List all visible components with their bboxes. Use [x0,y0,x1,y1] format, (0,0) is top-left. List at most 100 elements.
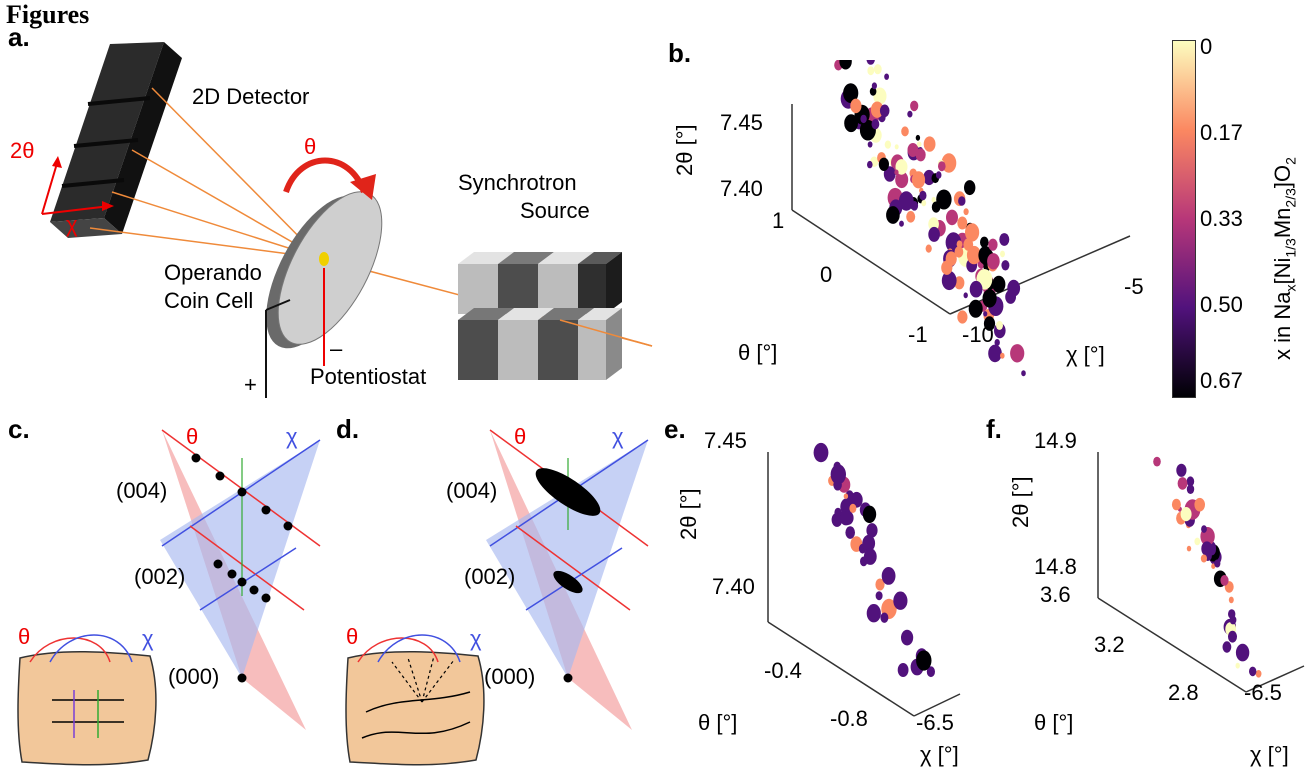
b-y-axis-label: θ [°] [738,340,778,365]
isosurface-blob [906,211,916,223]
isosurface-blob [866,60,875,65]
isosurface-blob [946,209,958,226]
d-grain-theta: θ [346,624,359,649]
d-refl-002: (002) [464,564,516,589]
panel-f-blobs [1153,456,1262,678]
isosurface-blob [893,591,908,610]
isosurface-blob [1255,670,1262,678]
b-y-tick-1: 1 [772,208,785,233]
colorbar-tick-0: 0 [1200,34,1213,59]
isosurface-blob [926,666,935,678]
isosurface-blob [931,196,936,203]
isosurface-blob [911,171,926,189]
e-x-axis-label: χ [°] [920,742,959,767]
coin-cell-label-1: Operando [164,260,262,285]
isosurface-blob [830,464,846,485]
panel-f-plot [1097,452,1305,693]
isosurface-blob [935,171,942,179]
b-z-tick-2: 7.40 [720,176,763,201]
isosurface-blob [849,503,857,513]
isosurface-blob [964,180,976,196]
b-x-axis-label: χ [°] [1066,342,1105,367]
d-theta-label: θ [514,424,527,449]
isosurface-blob [936,189,952,210]
isosurface-blob [866,523,878,538]
isosurface-blob [886,206,900,224]
f-x-axis-label: χ [°] [1250,742,1289,767]
panel-e-label: e. [664,414,686,444]
e-z-tick-2: 7.40 [712,574,755,599]
panel-d-diagram [345,429,649,766]
synchrotron-blocks [458,252,622,380]
f-y-tick-3: 2.8 [1168,680,1199,705]
coin-cell-label-2: Coin Cell [164,288,254,313]
isosurface-blob [1186,476,1195,487]
isosurface-blob [1222,641,1232,653]
panel-b-plot [791,60,1131,377]
colorbar-tick-1: 0.17 [1200,120,1243,145]
figures-heading: Figures [6,0,90,29]
isosurface-blob [1249,666,1257,677]
isosurface-blob [1235,643,1250,662]
panel-b-axes [791,104,1131,315]
e-y-tick-2: -0.8 [830,706,868,731]
isosurface-blob [843,493,849,499]
minus-label: – [330,336,343,361]
isosurface-blob [1007,279,1021,297]
isosurface-blob [957,310,968,324]
colorbar [1172,40,1196,398]
e-z-axis-label: 2θ [°] [676,488,701,540]
isosurface-blob [919,190,927,201]
panel-b-blobs [834,60,1026,377]
isosurface-blob [1000,250,1005,258]
panel-a-schematic [41,42,653,398]
isosurface-blob [894,144,899,150]
isosurface-blob [987,253,1000,270]
isosurface-blob [898,191,914,211]
isosurface-blob [907,143,919,157]
isosurface-blob [982,289,997,308]
isosurface-blob [1171,498,1181,511]
isosurface-blob [1021,370,1026,377]
colorbar-tick-3: 0.50 [1200,292,1243,317]
source-label-1: Synchrotron [458,170,577,195]
b-y-tick-2: 0 [820,262,833,287]
isosurface-blob [921,199,927,207]
isosurface-blob [941,260,953,275]
isosurface-blob [1194,537,1201,546]
theta-rotation-arrow [283,157,367,194]
isosurface-blob [983,316,996,331]
isosurface-blob [1176,463,1187,477]
isosurface-blob [1235,662,1240,669]
isosurface-blob [1211,563,1216,569]
isosurface-blob [988,238,998,251]
isosurface-blob [923,169,935,186]
isosurface-blob [938,161,946,172]
f-y-axis-label: θ [°] [1034,710,1074,735]
isosurface-blob [850,98,862,114]
isosurface-blob [880,612,889,623]
isosurface-blob [988,344,1002,363]
detector-panel [50,42,182,238]
e-z-tick-1: 7.45 [704,428,747,453]
isosurface-blob [1228,630,1237,643]
isosurface-blob [1000,352,1005,359]
isosurface-blob [994,339,1000,346]
isosurface-blob [1010,344,1025,363]
isosurface-blob [843,83,859,103]
isosurface-blob [867,141,873,148]
isosurface-blob [1177,477,1188,490]
isosurface-blob [925,244,932,253]
isosurface-blob [818,451,824,458]
isosurface-blob [839,60,852,70]
isosurface-blob [1228,596,1234,604]
isosurface-blob [873,64,882,75]
isosurface-blob [923,136,936,152]
plus-label: + [244,372,257,397]
isosurface-blob [956,240,963,248]
panel-c-diagram [17,429,321,766]
isosurface-blob [878,157,889,171]
isosurface-blob [915,134,921,141]
isosurface-blob [895,159,908,175]
b-z-axis-label: 2θ [°] [672,124,697,176]
